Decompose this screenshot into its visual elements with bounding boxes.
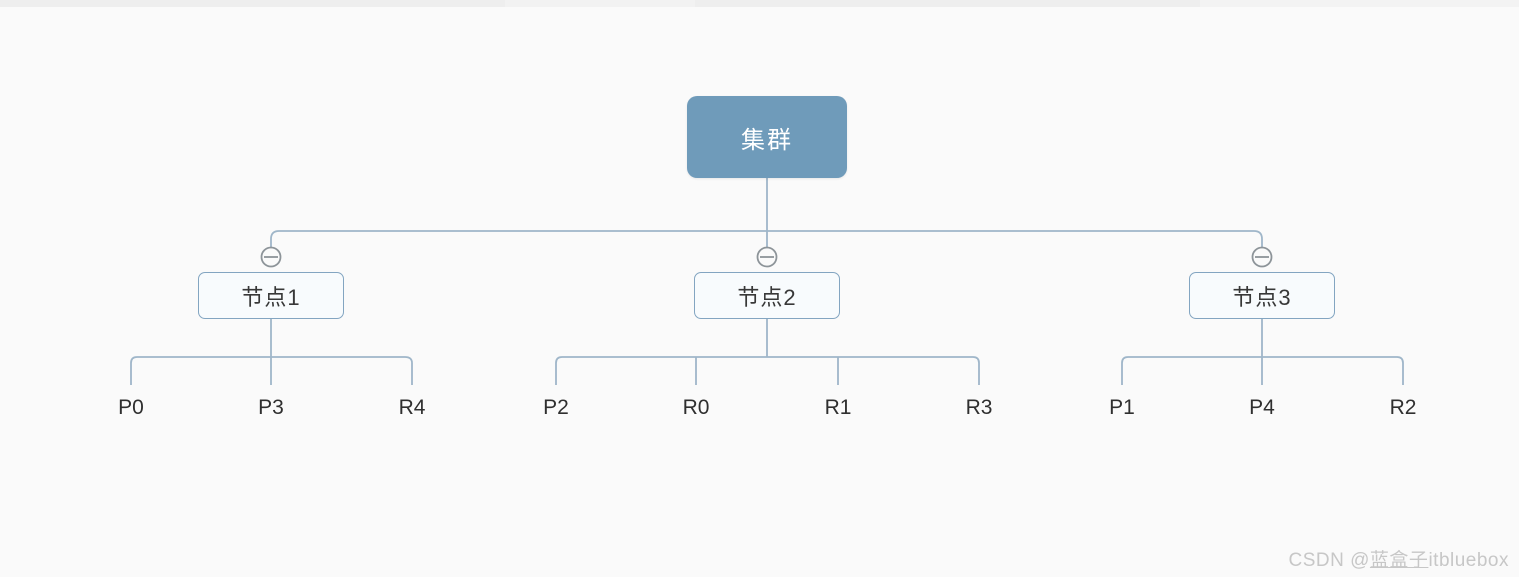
tree-node-2[interactable]: 节点2 (694, 272, 840, 319)
top-edge-artifact (1200, 0, 1519, 7)
leaf-label[interactable]: P0 (118, 396, 144, 419)
leaf-label[interactable]: P1 (1109, 396, 1135, 419)
tree-node-1[interactable]: 节点1 (198, 272, 344, 319)
leaf-label[interactable]: P2 (543, 396, 569, 419)
watermark-handle: 蓝盒子 (1369, 550, 1429, 571)
watermark-suffix: itbluebox (1428, 550, 1509, 571)
leaf-label[interactable]: R4 (398, 396, 426, 419)
top-edge-artifact (0, 0, 1519, 7)
leaf-label[interactable]: R1 (824, 396, 852, 419)
leaf-label[interactable]: P3 (258, 396, 284, 419)
top-edge-artifact (505, 0, 695, 7)
connector-group1-rail (130, 356, 413, 385)
connector-group3-rail (1121, 356, 1404, 385)
root-node-cluster[interactable]: 集群 (687, 96, 847, 178)
leaf-label[interactable]: P4 (1249, 396, 1275, 419)
connector-top-rail (270, 230, 1263, 247)
csdn-watermark: CSDN @蓝盒子itbluebox (1289, 545, 1509, 572)
tree-node-3[interactable]: 节点3 (1189, 272, 1335, 319)
leaf-label[interactable]: R3 (965, 396, 993, 419)
connector-group2-rail (555, 356, 980, 385)
leaf-label[interactable]: R2 (1389, 396, 1417, 419)
collapse-minus-circle-icon[interactable] (260, 246, 282, 268)
leaf-label[interactable]: R0 (682, 396, 710, 419)
collapse-minus-circle-icon[interactable] (1251, 246, 1273, 268)
watermark-prefix: CSDN @ (1288, 550, 1370, 571)
collapse-minus-circle-icon[interactable] (756, 246, 778, 268)
